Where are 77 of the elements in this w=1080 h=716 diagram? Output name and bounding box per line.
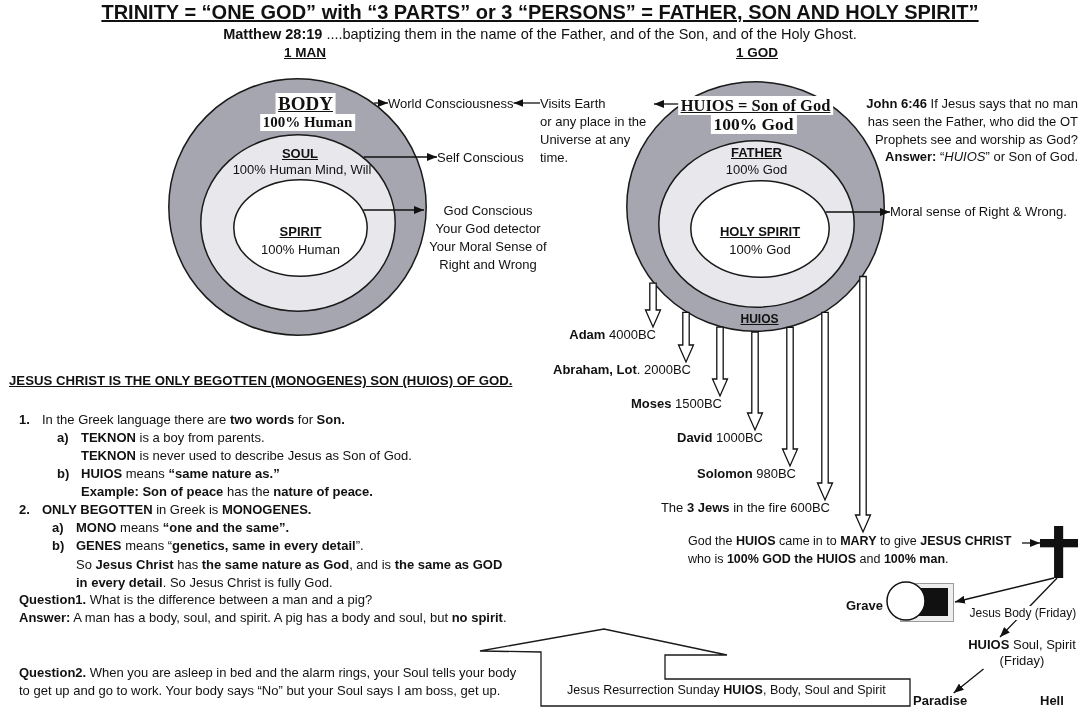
column-heading: 1 MAN bbox=[284, 45, 326, 60]
list-text: So Jesus Christ has the same nature as God, and is the same as GOD in every detail. So Jesus Christ is fully God. bbox=[76, 556, 504, 592]
timeline-label: Adam 4000BC bbox=[569, 327, 656, 342]
ring-subtext: 100% Human bbox=[259, 114, 356, 131]
timeline-label: The 3 Jews in the fire 600BC bbox=[660, 500, 830, 515]
annotation-text: HUIOS Soul, Spirit (Friday) bbox=[967, 637, 1077, 669]
ring-heading: FATHER bbox=[731, 145, 782, 160]
list-text: GENES means “genetics, same in every detail”. bbox=[76, 538, 364, 553]
arrow bbox=[1021, 539, 1041, 547]
arrow bbox=[512, 99, 541, 107]
list-letter: a) bbox=[52, 520, 64, 535]
ring-subtext: 100% God bbox=[710, 115, 797, 134]
caption-text: Grave bbox=[846, 598, 883, 613]
ring-heading: SPIRIT bbox=[279, 224, 322, 239]
cross-icon bbox=[1040, 526, 1078, 578]
list-number: 2. bbox=[19, 502, 30, 517]
list-text: TEKNON is a boy from parents. bbox=[81, 430, 265, 445]
ring-subtext: 100% God bbox=[729, 242, 791, 257]
hollow-arrow bbox=[746, 331, 764, 432]
arrow-text: Jesus Resurrection Sunday HUIOS, Body, Soul and Spirit bbox=[567, 683, 886, 698]
question-text: Question2. When you are asleep in bed and the alarm rings, your Soul tells your body to get up and go to work. Your body says “No” but your Soul says I am boss, get up. bbox=[19, 664, 518, 700]
ring-heading: BODY bbox=[275, 93, 336, 114]
arrow bbox=[954, 577, 1055, 604]
section-heading: JESUS CHRIST IS THE ONLY BEGOTTEN (MONOGENES) SON (HUIOS) OF GOD. bbox=[9, 373, 513, 388]
list-letter: a) bbox=[57, 430, 69, 445]
annotation-text: Self Conscious bbox=[437, 150, 524, 165]
scripture-quote: Matthew 28:19 ....baptizing them in the name of the Father, and of the Son, and of the Holy Ghost. bbox=[223, 26, 857, 43]
ring-label: HUIOS bbox=[740, 312, 779, 327]
hollow-arrow bbox=[816, 311, 834, 502]
hollow-arrow bbox=[854, 275, 872, 534]
list-letter: b) bbox=[57, 466, 70, 481]
list-text: HUIOS means “same nature as.” bbox=[81, 466, 280, 481]
place-label: Paradise bbox=[913, 693, 968, 708]
body-ring bbox=[168, 78, 427, 336]
list-text: TEKNON is never used to describe Jesus as Son of God. bbox=[81, 448, 412, 463]
ring-heading: HUIOS = Son of God bbox=[677, 96, 834, 115]
spirit-ellipse bbox=[233, 179, 368, 277]
arrow bbox=[363, 153, 438, 161]
timeline-label: David 1000BC bbox=[677, 430, 763, 445]
ring-subtext: 100% God bbox=[725, 162, 788, 177]
page-title: TRINITY = “ONE GOD” with “3 PARTS” or 3 “PERSONS” = FATHER, SON AND HOLY SPIRIT” bbox=[101, 0, 979, 24]
hollow-arrow bbox=[711, 326, 729, 398]
timeline-label: Abraham, Lot. 2000BC bbox=[553, 362, 691, 377]
annotation-text: Visits Earth or any place in the Universe at any time. bbox=[540, 95, 654, 167]
list-text: Example: Son of peace has the nature of peace. bbox=[81, 484, 373, 499]
answer-text: Answer: A man has a body, soul, and spirit. A pig has a body and soul, but no spirit. bbox=[19, 610, 507, 625]
arrow bbox=[953, 668, 985, 694]
note-text: Answer: “HUIOS” or Son of God. bbox=[884, 149, 1078, 164]
place-label: Hell bbox=[1040, 693, 1064, 708]
edge-label: Jesus Body (Friday) bbox=[969, 606, 1077, 621]
ring-subtext: 100% Human Mind, Will bbox=[232, 162, 372, 177]
timeline-label: Moses 1500BC bbox=[630, 396, 722, 411]
hollow-arrow bbox=[677, 311, 695, 364]
annotation-text: World Consciousness bbox=[388, 96, 514, 111]
list-number: 1. bbox=[19, 412, 30, 427]
list-text: ONLY BEGOTTEN in Greek is MONOGENES. bbox=[42, 502, 312, 517]
hollow-arrow bbox=[644, 282, 662, 329]
list-text: In the Greek language there are two words for Son. bbox=[42, 412, 345, 427]
question-text: Question1. What is the difference between a man and a pig? bbox=[19, 592, 373, 607]
list-text: MONO means “one and the same”. bbox=[76, 520, 290, 535]
annotation-text: God the HUIOS came in to MARY to give JESUS CHRIST who is 100% GOD the HUIOS and 100% man. bbox=[688, 532, 1022, 568]
ring-heading: HOLY SPIRIT bbox=[719, 224, 801, 239]
annotation-text: Moral sense of Right & Wrong. bbox=[890, 204, 1067, 219]
ring-subtext: 100% Human bbox=[261, 242, 340, 257]
father-ring bbox=[658, 140, 855, 308]
annotation-text: God Conscious Your God detector Your Moral Sense of Right and Wrong bbox=[424, 202, 552, 274]
timeline-label: Solomon 980BC bbox=[697, 466, 796, 481]
hollow-arrow bbox=[781, 326, 799, 468]
arrow bbox=[362, 206, 425, 214]
list-letter: b) bbox=[52, 538, 65, 553]
arrow bbox=[825, 208, 891, 216]
arrow bbox=[373, 99, 389, 107]
soul-ring bbox=[200, 134, 396, 312]
ring-heading: SOUL bbox=[281, 146, 319, 161]
column-heading: 1 GOD bbox=[736, 45, 778, 60]
note-text: John 6:46 If Jesus says that no man has seen the Father, who did the OT Prophets see and worship as God? bbox=[865, 95, 1078, 149]
holy-spirit-ellipse bbox=[690, 180, 830, 278]
